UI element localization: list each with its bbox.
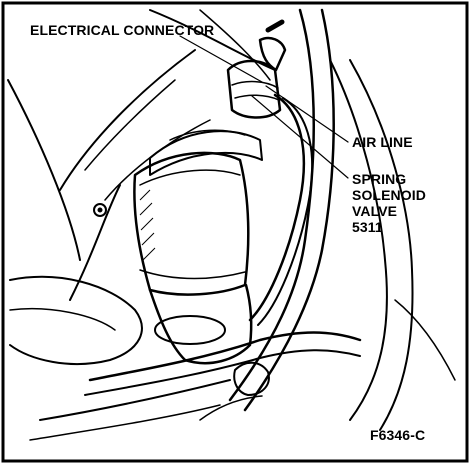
mounting-bolt — [93, 203, 107, 217]
leader-electrical-connector — [179, 35, 263, 83]
spring-upper-mount — [149, 130, 263, 176]
body-panel-curve-inner — [59, 49, 196, 191]
frame-rail-right — [228, 8, 315, 402]
lower-control-arm — [88, 331, 362, 382]
right-frame-member — [329, 59, 388, 421]
callout-spring-solenoid-valve: SPRING SOLENOID VALVE 5311 — [352, 171, 426, 235]
body-panel-curve-outer — [7, 79, 81, 261]
figure-frame — [1, 1, 469, 463]
leader-spring-solenoid-valve — [251, 95, 349, 179]
tire-outline — [9, 275, 143, 366]
callout-spring-line-2: SOLENOID — [352, 187, 426, 203]
electrical-connector-shape — [258, 36, 287, 72]
air-spring-piston — [148, 283, 253, 365]
body-panel-curve-lower — [69, 184, 121, 301]
frame-rail-upper — [149, 9, 276, 71]
solenoid-valve-body — [226, 59, 282, 119]
callout-spring-line-4: 5311 — [352, 219, 383, 235]
lower-bracket — [233, 361, 270, 396]
body-panel-rib — [84, 79, 176, 171]
piston-cap — [154, 315, 226, 345]
callout-spring-line-3: VALVE — [352, 203, 398, 219]
callout-electrical-connector: ELECTRICAL CONNECTOR — [30, 22, 215, 38]
leader-air-line — [265, 85, 349, 143]
air-line-hose — [248, 93, 306, 322]
figure-identifier: F6346-C — [370, 427, 426, 443]
callout-air-line: AIR LINE — [352, 134, 413, 150]
callout-spring-line-1: SPRING — [352, 171, 407, 187]
